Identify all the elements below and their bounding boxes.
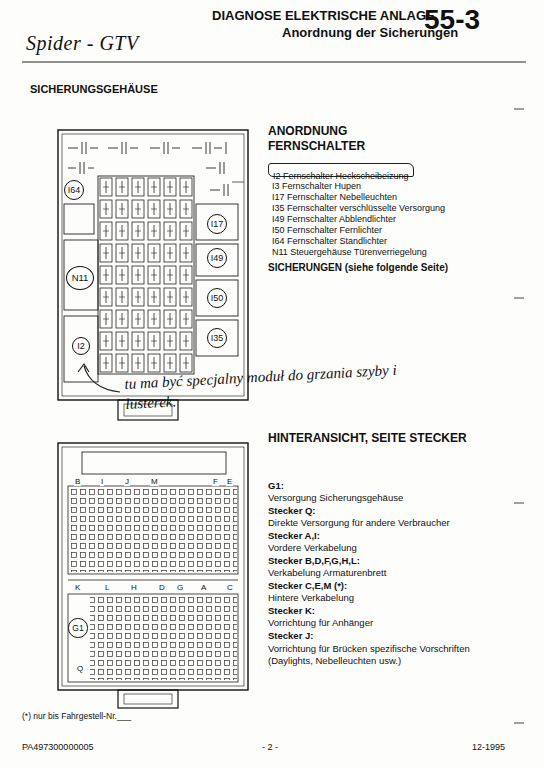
relay-circle: G1 bbox=[68, 618, 87, 637]
relay-item: I50 Fernschalter Fernlichter bbox=[272, 225, 382, 235]
relay-item: I35 Fernschalter verschlüsselte Versorgu… bbox=[272, 203, 445, 213]
connector-letter: D bbox=[158, 583, 166, 592]
connector-letter: I bbox=[100, 477, 104, 486]
connector-description: Hintere Verkabelung bbox=[268, 593, 354, 604]
logo: Spider - GTV bbox=[26, 32, 139, 55]
connector-letter: Q bbox=[76, 664, 84, 673]
node-text: N11 bbox=[72, 272, 89, 283]
relay-item: N11 Steuergehäuse Türenverriegelung bbox=[272, 247, 427, 257]
connector-name: Stecker K: bbox=[268, 606, 315, 617]
relay-circle: I2 bbox=[72, 337, 90, 355]
heading: ANORDNUNG bbox=[268, 125, 347, 139]
connector-name: Stecker A,I: bbox=[268, 531, 320, 542]
page-title: DIAGNOSE ELEKTRISCHE ANLAGE bbox=[212, 9, 435, 24]
heading: HINTERANSICHT, SEITE STECKER bbox=[268, 432, 467, 446]
relay-item: I64 Fernschalter Standlichter bbox=[272, 236, 387, 246]
connector-letter: B bbox=[74, 477, 81, 486]
connector-name: Stecker C,E,M (*): bbox=[268, 581, 347, 592]
node-text: I2 Fernschalter Heckscheibeizung bbox=[273, 171, 409, 181]
connector-description: Vorrichtung für Brücken spezifische Vors… bbox=[268, 643, 508, 668]
connector-description: Vorrichtung für Anhänger bbox=[268, 618, 373, 629]
highlight-box: I2 Fernschalter Heckscheibeizung bbox=[268, 163, 414, 177]
relay-circle: I49 bbox=[207, 248, 228, 269]
relay-item: I17 Fernschalter Nebelleuchten bbox=[272, 192, 397, 202]
connector-description: Direkte Versorgung für andere Verbrauche… bbox=[268, 518, 450, 529]
connector-name: Stecker J: bbox=[268, 631, 313, 642]
relay-circle: I50 bbox=[207, 288, 228, 309]
relay-circle: I17 bbox=[207, 214, 228, 235]
node-text: I64 bbox=[68, 185, 81, 195]
connector-description: Versorgung Sicherungsgehäuse bbox=[268, 493, 403, 504]
node-text: I50 bbox=[211, 293, 224, 303]
node-text: I17 bbox=[211, 219, 224, 229]
node-text: I2 bbox=[77, 341, 85, 351]
connector-letter: M bbox=[150, 477, 159, 486]
relay-item: I49 Fernschalter Abblendlichter bbox=[272, 214, 396, 224]
connector-letter: F bbox=[212, 477, 219, 486]
node-text: I35 bbox=[211, 333, 224, 343]
footnote: (*) nur bis Fahrgestell-Nr.___ bbox=[22, 712, 131, 722]
connector-name: Stecker B,D,F,G,H,L: bbox=[268, 556, 360, 567]
section-heading: SICHERUNGSGEHÄUSE bbox=[30, 83, 158, 96]
relay-circle: I35 bbox=[207, 328, 228, 349]
connector-letter: K bbox=[74, 583, 81, 592]
date: 12-1995 bbox=[472, 742, 505, 752]
heading: SICHERUNGEN (siehe folgende Seite) bbox=[268, 262, 448, 274]
node-text: I49 bbox=[211, 253, 224, 263]
connector-name: Stecker Q: bbox=[268, 506, 316, 517]
connector-letter: J bbox=[124, 477, 130, 486]
relay-circle: N11 bbox=[66, 266, 95, 291]
page-number: - 2 - bbox=[262, 742, 278, 752]
connector-letter: H bbox=[130, 583, 138, 592]
connector-name: G1: bbox=[268, 481, 284, 492]
relay-item: I3 Fernschalter Hupen bbox=[272, 181, 361, 191]
connector-description: Verkabelung Armaturenbrett bbox=[268, 568, 386, 579]
node-text: G1 bbox=[72, 623, 83, 633]
heading: FERNSCHALTER bbox=[268, 140, 365, 154]
connector-letter: E bbox=[226, 477, 233, 486]
connector-letter: G bbox=[176, 583, 184, 592]
connector-letter: C bbox=[226, 583, 234, 592]
section-number: 55-3 bbox=[424, 4, 480, 36]
connector-letter: A bbox=[200, 583, 207, 592]
document-number: PA497300000005 bbox=[22, 742, 93, 752]
relay-circle: I64 bbox=[64, 180, 85, 201]
connector-description: Vordere Verkabelung bbox=[268, 543, 357, 554]
connector-letter: L bbox=[104, 583, 110, 592]
